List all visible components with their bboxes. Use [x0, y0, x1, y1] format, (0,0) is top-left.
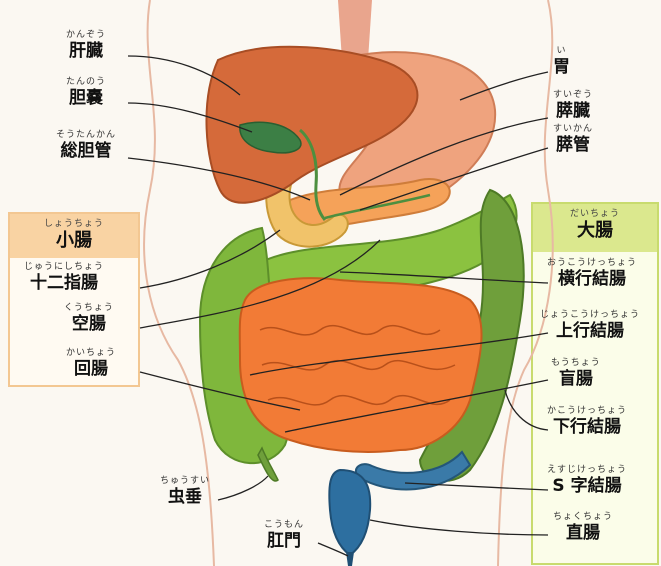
anus: [346, 552, 354, 566]
label-jejunum: くうちょう 空腸: [64, 303, 114, 334]
leader-appendix: [218, 476, 268, 500]
label-pancreas: すいぞう 膵臓: [553, 90, 593, 121]
label-pancreatic-duct: すいかん 膵管: [553, 124, 593, 155]
label-duodenum: じゅうにしちょう 十二指腸: [24, 262, 104, 293]
rectum: [329, 470, 370, 555]
leader-rectum: [370, 520, 548, 535]
label-liver: かんぞう 肝臓: [66, 30, 106, 61]
label-stomach: い 胃: [553, 46, 570, 77]
label-descending-colon: かこうけっちょう 下行結腸: [547, 406, 627, 437]
label-cecum: もうちょう 盲腸: [551, 358, 601, 389]
small-intestine: [240, 278, 482, 452]
label-ascending-colon: じょうこうけっちょう 上行結腸: [540, 310, 640, 341]
label-rectum: ちょくちょう 直腸: [553, 512, 613, 543]
pancreas: [290, 179, 450, 226]
label-ileum: かいちょう 回腸: [66, 348, 116, 379]
label-anus: こうもん 肛門: [264, 520, 304, 551]
label-transverse-colon: おうこうけっちょう 横行結腸: [547, 258, 637, 289]
label-sigmoid-colon: えすじけっちょう S 字結腸: [547, 465, 627, 496]
label-gallbladder: たんのう 胆嚢: [66, 77, 106, 108]
label-bile-duct: そうたんかん 総胆管: [56, 130, 116, 161]
label-appendix: ちゅうすい 虫垂: [160, 476, 210, 507]
